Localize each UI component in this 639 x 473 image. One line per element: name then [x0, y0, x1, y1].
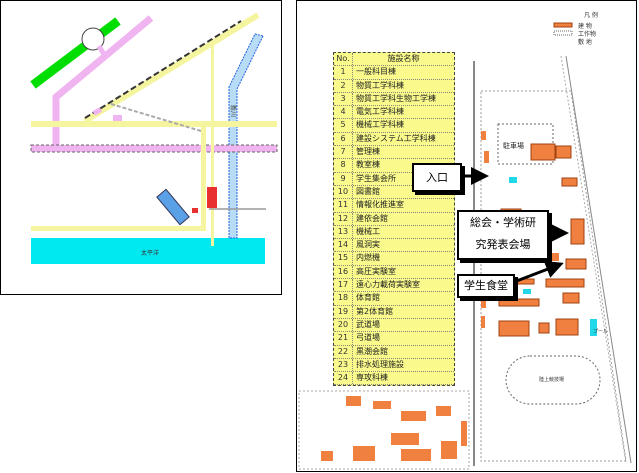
- railway: [84, 20, 242, 119]
- yellow-side-road: [201, 127, 206, 230]
- svg-text:凡 例: 凡 例: [584, 11, 598, 19]
- entrance-callout: 入口: [412, 163, 462, 192]
- parking-label: 駐車場: [503, 141, 524, 150]
- pink-main-road: [30, 144, 278, 153]
- svg-text:プール: プール: [593, 329, 608, 335]
- river: [228, 33, 264, 239]
- pool: [590, 319, 597, 336]
- svg-text:工作物: 工作物: [578, 30, 596, 38]
- location-map: 太平洋 新川: [30, 12, 278, 264]
- building-red: [207, 187, 217, 208]
- campus-building-blue: [156, 188, 190, 226]
- river-label: 新川: [229, 105, 237, 117]
- sea-label: 太平洋: [141, 249, 159, 257]
- yellow-road: [31, 121, 277, 127]
- table-header: No. 施設名称: [334, 53, 454, 67]
- location-map-panel: 太平洋 新川: [0, 0, 282, 295]
- parking-lot: [497, 123, 554, 165]
- green-road: [30, 17, 121, 89]
- athletic-track: [505, 355, 601, 405]
- track-label: 陸上競技場: [539, 376, 564, 383]
- yellow-diagonal-road: [83, 12, 260, 124]
- svg-text:建 物: 建 物: [578, 22, 592, 30]
- legend: 凡 例 建 物 工作物 敷 地: [553, 11, 598, 46]
- pink-road: [52, 15, 154, 151]
- cafeteria-callout: 学生食堂: [457, 274, 515, 298]
- sea: [31, 238, 265, 264]
- coastal-road: [31, 226, 206, 231]
- conference-callout: 総会・学術研 究発表会場: [457, 210, 549, 260]
- roundabout: [81, 27, 105, 51]
- svg-text:敷 地: 敷 地: [578, 38, 592, 46]
